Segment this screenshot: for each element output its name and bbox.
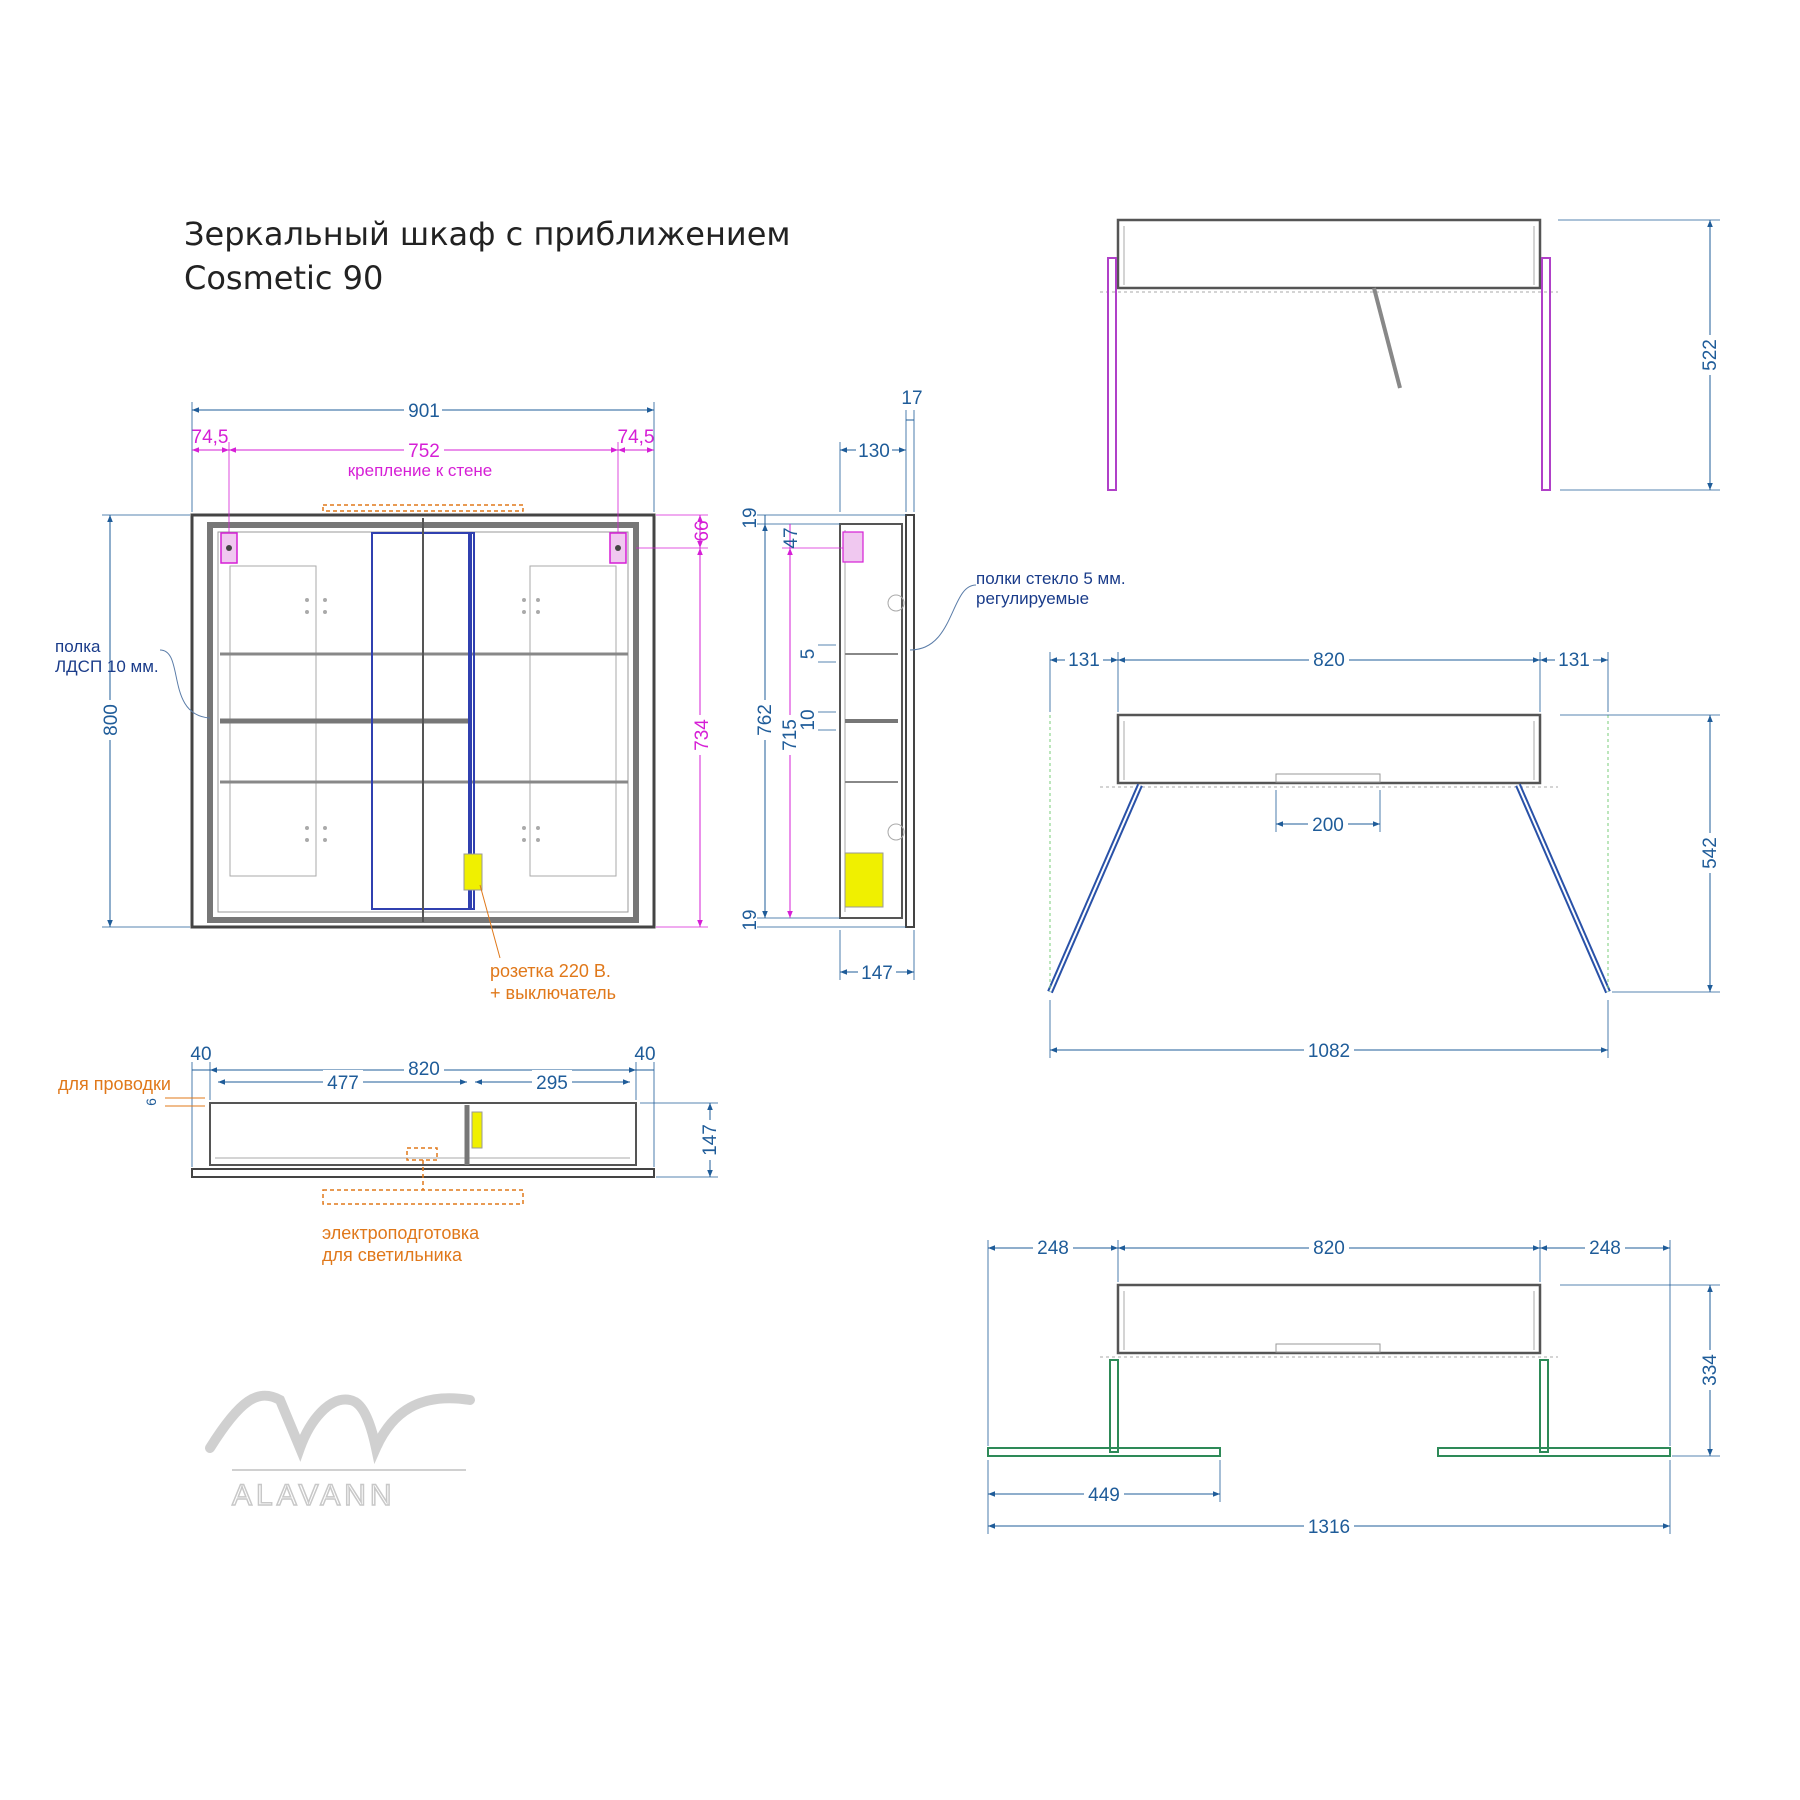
glass-note-line-2: регулируемые: [976, 589, 1089, 608]
top-right-part-label: 295: [536, 1073, 568, 1094]
top-inner-width-label: 820: [408, 1059, 440, 1080]
socket-note-line-1: розетка 220 В.: [490, 961, 611, 981]
top-right-edge-label: 40: [634, 1044, 655, 1065]
front-view: 901 74,5 752 74,5 крепление к стене 800 …: [55, 398, 713, 1003]
plan-doors-open-1: 522: [1100, 218, 1721, 491]
side-top-gap-label: 19: [740, 507, 761, 528]
plan3-door-label: 449: [1088, 1485, 1120, 1506]
plan3-right-door: [1437, 1447, 1671, 1457]
plan1-right-door: [1541, 257, 1551, 491]
plan1-depth-label: 522: [1700, 339, 1721, 371]
wiring-label: для проводки: [58, 1074, 171, 1094]
plan-doors-open-3: 248 820 248 334 449 1316: [987, 1236, 1721, 1538]
plan3-center-label: 820: [1313, 1238, 1345, 1259]
mount-right-label: 74,5: [618, 427, 655, 448]
plan2-depth-label: 542: [1700, 837, 1721, 869]
plan3-left-door: [987, 1447, 1221, 1457]
side-height-label: 762: [755, 704, 776, 736]
side-top-inner-label: 47: [781, 527, 802, 548]
side-bottom-gap-label: 19: [740, 909, 761, 930]
side-socket-icon: [844, 852, 884, 908]
plan2-gap-label: 200: [1312, 815, 1344, 836]
alavann-logo: ALAVANN: [205, 1390, 475, 1513]
plan2-right-label: 131: [1558, 650, 1590, 671]
side-depth-label: 147: [861, 963, 893, 984]
shelf-note-line-2: ЛДСП 10 мм.: [55, 657, 159, 676]
front-width-label: 901: [408, 401, 440, 422]
top-left-edge-label: 40: [190, 1044, 211, 1065]
plan3-right-label: 248: [1589, 1238, 1621, 1259]
top-view: 40 820 40 477 295 для проводки 6 147 эле…: [58, 1044, 721, 1265]
title-line-2: Cosmetic 90: [184, 259, 384, 297]
light-wiring-box: [322, 1189, 524, 1205]
inner-height-label: 734: [692, 719, 713, 751]
top-offset-label: 66: [692, 520, 713, 541]
side-depth-inner-label: 130: [858, 441, 890, 462]
wiring-gap-label: 6: [143, 1098, 159, 1106]
top-depth-label: 147: [700, 1124, 721, 1156]
plan2-left-label: 131: [1068, 650, 1100, 671]
glass-shelf-thickness-label: 5: [798, 649, 819, 660]
drawing-title: Зеркальный шкаф с приближением Cosmetic …: [184, 212, 791, 300]
plan2-total-label: 1082: [1308, 1041, 1350, 1062]
title-line-1: Зеркальный шкаф с приближением: [184, 215, 791, 253]
plan2-center-label: 820: [1313, 650, 1345, 671]
top-left-part-label: 477: [327, 1073, 359, 1094]
plan-doors-open-2: 131 820 131 200 542 1082: [1047, 648, 1721, 1062]
socket-icon: [463, 853, 483, 891]
plan3-total-label: 1316: [1308, 1517, 1350, 1538]
plan3-depth-label: 334: [1700, 1354, 1721, 1386]
side-view: 17 130 19 762 19 47 715 5 10 1: [740, 388, 1126, 984]
light-note-line-1: электроподготовка: [322, 1223, 480, 1243]
mount-note: крепление к стене: [348, 461, 493, 480]
socket-note-line-2: + выключатель: [490, 983, 616, 1003]
side-door: [905, 514, 915, 928]
right-compartment: [529, 565, 617, 877]
glass-note-line-1: полки стекло 5 мм.: [976, 569, 1126, 588]
logo-text: ALAVANN: [232, 1479, 396, 1512]
board-shelf-thickness-label: 10: [798, 709, 819, 730]
side-inner-height-label: 715: [780, 719, 801, 751]
mount-center-label: 752: [408, 441, 440, 462]
plan3-left-label: 248: [1037, 1238, 1069, 1259]
mount-left-label: 74,5: [192, 427, 229, 448]
front-height-label: 800: [101, 704, 122, 736]
side-depth-top-label: 17: [901, 388, 922, 409]
light-note-line-2: для светильника: [322, 1245, 463, 1265]
plan1-left-door: [1107, 257, 1117, 491]
shelf-note-line-1: полка: [55, 637, 101, 656]
